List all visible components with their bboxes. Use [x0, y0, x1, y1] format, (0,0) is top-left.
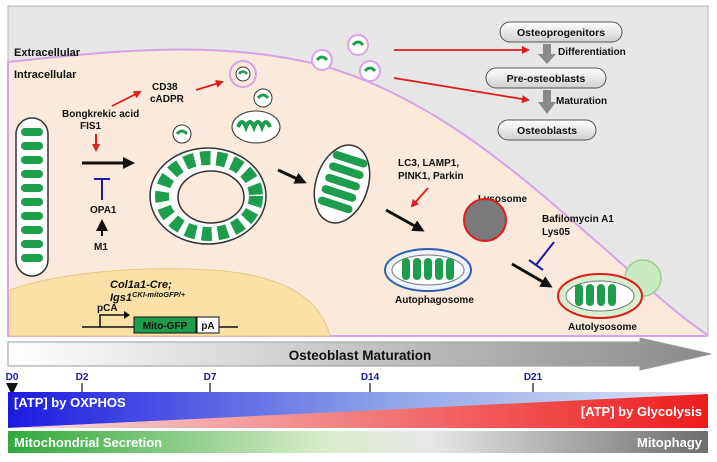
- budding-vesicle: [229, 60, 257, 88]
- glycolysis-label: [ATP] by Glycolysis: [581, 404, 702, 419]
- secretion-label: Mitochondrial Secretion: [14, 435, 162, 450]
- autophagosome: [384, 248, 472, 292]
- elongated-mitochondrion: [15, 117, 49, 277]
- day-ticks: D0 D2 D7 D14 D21: [6, 372, 543, 395]
- polya-box: [196, 316, 220, 334]
- reporter-construct: pCA Mito-GFP pA: [82, 303, 238, 334]
- lineage-panel: Osteoprogenitors Pre-osteoblasts Osteobl…: [485, 21, 626, 141]
- maturation-title: Osteoblast Maturation: [289, 348, 432, 363]
- stage-osteoblasts: Osteoblasts: [517, 125, 577, 137]
- inhibitor-bar: [528, 259, 544, 271]
- nucleus: [9, 268, 331, 337]
- cadpr-label: cADPR: [150, 94, 185, 105]
- genotype-superscript: CKI-mitoGFP/+: [132, 290, 186, 299]
- day-label-d14: D14: [361, 372, 380, 383]
- secretion-mitophagy-bar: [8, 431, 708, 453]
- lysosome: [463, 198, 507, 242]
- autophagosome-label: Autophagosome: [395, 295, 474, 306]
- promoter-label: pCA: [97, 303, 118, 314]
- maturation-label: Maturation: [556, 96, 607, 107]
- mitophagy-markers-line1: LC3, LAMP1,: [398, 158, 459, 169]
- engulfment-arrow: [385, 208, 425, 232]
- fis1-label: FIS1: [80, 121, 102, 132]
- lysosome-label: Lysosome: [478, 194, 528, 205]
- oxphos-label: [ATP] by OXPHOS: [14, 395, 126, 410]
- genotype-base: Igs1: [110, 292, 132, 304]
- day-label-d2: D2: [76, 372, 89, 383]
- differentiation-label: Differentiation: [558, 47, 626, 58]
- reporter-box: [133, 316, 197, 334]
- bafilomycin-label: Bafilomycin A1: [542, 214, 614, 225]
- secretion-arrow-1: [111, 91, 142, 107]
- reporter-label: Mito-GFP: [143, 321, 188, 332]
- stage-pre-osteoblasts: Pre-osteoblasts: [507, 73, 586, 85]
- lys05-label: Lys05: [542, 227, 570, 238]
- lineage-down-arrow-2: [538, 90, 556, 114]
- day-label-d0: D0: [6, 372, 19, 383]
- opa1-label: OPA1: [90, 205, 117, 216]
- extracellular-label: Extracellular: [14, 47, 81, 59]
- extracellular-vesicles: [311, 34, 381, 82]
- donut-mitochondrion: [149, 147, 267, 245]
- depolarization-arrow: [277, 168, 307, 184]
- mitophagy-label: Mitophagy: [637, 435, 703, 450]
- mitophagy-marker-arrow: [410, 187, 429, 208]
- bongkrekic-acid-label: Bongkrekic acid: [62, 109, 139, 120]
- polya-label: pA: [201, 321, 214, 332]
- stage-box-osteoprogenitors: [499, 21, 623, 43]
- cd38-label: CD38: [152, 82, 178, 93]
- lineage-down-arrow-1: [538, 44, 556, 64]
- intracellular-label: Intracellular: [14, 69, 77, 81]
- genotype-line2: Igs1CKI-mitoGFP/+: [110, 290, 186, 304]
- autolysosome: [557, 259, 662, 319]
- genotype-line1: Col1a1-Cre;: [110, 279, 172, 291]
- day-label-d7: D7: [204, 372, 217, 383]
- m1-label: M1: [94, 242, 108, 253]
- mitochondrial-fragments: [172, 88, 281, 144]
- glycolysis-wedge: [8, 394, 708, 428]
- stage-box-pre-osteoblasts: [485, 67, 607, 89]
- stage-osteoprogenitors: Osteoprogenitors: [517, 27, 605, 39]
- damaged-mitochondrion: [313, 144, 371, 224]
- oxphos-wedge: [8, 392, 708, 428]
- day-label-d21: D21: [524, 372, 543, 383]
- stage-box-osteoblasts: [497, 119, 597, 141]
- maturation-timeline-arrow: [7, 337, 712, 371]
- mitophagy-markers-line2: PINK1, Parkin: [398, 171, 464, 182]
- inhibitor-line: [535, 241, 555, 266]
- autolysosome-label: Autolysosome: [568, 322, 637, 333]
- fusion-arrow: [511, 262, 553, 288]
- maturation-arrow: [393, 77, 530, 103]
- secretion-arrow-2: [195, 79, 224, 91]
